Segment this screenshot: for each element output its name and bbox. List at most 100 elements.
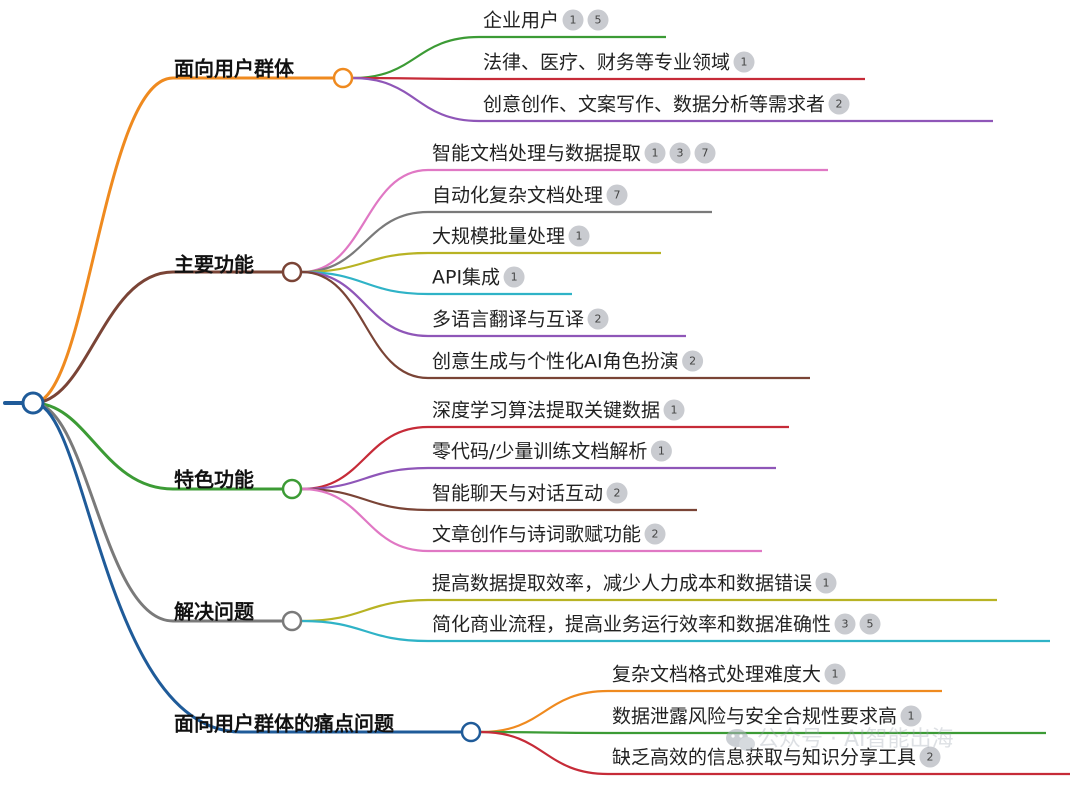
leaf-link <box>301 487 697 512</box>
leaf-label: 缺乏高效的信息获取与知识分享工具 <box>612 747 916 769</box>
reference-badge[interactable]: 1 <box>815 572 837 594</box>
reference-badge[interactable]: 1 <box>644 142 666 164</box>
branch-link <box>32 270 292 405</box>
branch-link <box>32 401 292 623</box>
reference-badge-number: 7 <box>614 189 621 202</box>
reference-badge-number: 2 <box>652 528 659 541</box>
branch-link <box>32 76 343 405</box>
branch-link <box>32 401 471 734</box>
leaf-label: 自动化复杂文档处理 <box>432 185 603 207</box>
reference-badge[interactable]: 2 <box>587 308 609 330</box>
leaf-label: 法律、医疗、财务等专业领域 <box>483 52 730 74</box>
reference-badge-number: 2 <box>836 98 843 111</box>
leaf-link <box>301 270 572 296</box>
reference-badge[interactable]: 7 <box>694 142 716 164</box>
leaf-link <box>301 168 828 274</box>
branch-node[interactable] <box>281 478 303 500</box>
reference-badge[interactable]: 1 <box>733 51 755 73</box>
reference-badge[interactable]: 3 <box>669 142 691 164</box>
reference-badge-bg <box>562 9 584 31</box>
reference-badge-bg <box>834 613 856 635</box>
reference-badge-bg <box>682 350 704 372</box>
reference-badge-number: 3 <box>842 618 849 631</box>
reference-badge-bg <box>503 266 525 288</box>
reference-badge-bg <box>824 663 846 685</box>
reference-badge-bg <box>587 9 609 31</box>
reference-badge-bg <box>859 613 881 635</box>
leaf-link <box>352 35 666 80</box>
branch-node[interactable] <box>460 721 482 743</box>
reference-badge[interactable]: 1 <box>824 663 846 685</box>
reference-badge-bg <box>815 572 837 594</box>
leaf-link <box>301 210 712 274</box>
reference-badge[interactable]: 7 <box>606 184 628 206</box>
leaf-label: 多语言翻译与互译 <box>432 309 584 331</box>
leaf-label: 深度学习算法提取关键数据 <box>432 400 660 422</box>
reference-badge[interactable]: 2 <box>644 523 666 545</box>
reference-badge-number: 2 <box>927 751 934 764</box>
reference-badge-number: 1 <box>652 147 659 160</box>
root-node[interactable] <box>21 391 45 415</box>
branch-link <box>32 401 292 491</box>
reference-badge[interactable]: 3 <box>834 613 856 635</box>
reference-badge[interactable]: 1 <box>650 440 672 462</box>
leaf-label: 提高数据提取效率，减少人力成本和数据错误 <box>432 573 812 595</box>
reference-badge-number: 1 <box>576 230 583 243</box>
reference-badge[interactable]: 2 <box>606 482 628 504</box>
reference-badge-bg <box>606 482 628 504</box>
reference-badge-number: 2 <box>689 355 696 368</box>
leaf-label: 数据泄露风险与安全合规性要求高 <box>612 706 897 728</box>
reference-badge-bg <box>650 440 672 462</box>
leaf-link <box>301 619 1050 643</box>
reference-badge-bg <box>900 705 922 727</box>
leaf-label: 文章创作与诗词歌赋功能 <box>432 524 641 546</box>
leaf-label: 复杂文档格式处理难度大 <box>612 664 821 686</box>
reference-badge-bg <box>644 523 666 545</box>
reference-badge[interactable]: 2 <box>682 350 704 372</box>
reference-badge[interactable]: 2 <box>828 93 850 115</box>
reference-badge[interactable]: 1 <box>663 399 685 421</box>
reference-badge-number: 1 <box>511 271 518 284</box>
leaf-link <box>301 487 762 553</box>
branch-label: 解决问题 <box>174 600 255 624</box>
branch-node[interactable] <box>281 261 303 283</box>
leaf-link <box>480 730 1046 735</box>
branch-node[interactable] <box>332 67 354 89</box>
leaf-label: 企业用户 <box>483 10 559 32</box>
branch-node[interactable] <box>281 610 303 632</box>
leaf-link <box>301 425 789 491</box>
leaf-link <box>352 76 993 123</box>
leaf-label: 零代码/少量训练文档解析 <box>432 441 647 463</box>
branch-label: 特色功能 <box>174 468 254 492</box>
reference-badge-bg <box>587 308 609 330</box>
reference-badge-number: 1 <box>671 404 678 417</box>
reference-badge[interactable]: 1 <box>900 705 922 727</box>
leaf-link <box>301 598 997 623</box>
reference-badge-number: 1 <box>658 445 665 458</box>
reference-badge-number: 1 <box>832 668 839 681</box>
wechat-icon <box>726 729 755 751</box>
reference-badge[interactable]: 1 <box>568 225 590 247</box>
reference-badge-number: 1 <box>570 14 577 27</box>
leaf-label: 大规模批量处理 <box>432 226 565 248</box>
reference-badge[interactable]: 5 <box>859 613 881 635</box>
reference-badge[interactable]: 1 <box>562 9 584 31</box>
watermark-text: 公众号 · AI智能出海 <box>757 727 954 752</box>
reference-badge[interactable]: 1 <box>503 266 525 288</box>
reference-badge-number: 5 <box>867 618 874 631</box>
leaf-link <box>301 270 810 380</box>
reference-badge-number: 7 <box>702 147 709 160</box>
leaf-link <box>301 466 776 491</box>
reference-badge-bg <box>669 142 691 164</box>
reference-badge-bg <box>733 51 755 73</box>
reference-badge-bg <box>919 746 941 768</box>
reference-badge[interactable]: 5 <box>587 9 609 31</box>
leaf-label: 创意创作、文案写作、数据分析等需求者 <box>483 94 825 116</box>
reference-badge-number: 5 <box>595 14 602 27</box>
reference-badge[interactable]: 2 <box>919 746 941 768</box>
branch-label: 主要功能 <box>174 253 254 277</box>
leaf-link <box>480 689 942 734</box>
leaf-label: 简化商业流程，提高业务运行效率和数据准确性 <box>432 614 831 636</box>
